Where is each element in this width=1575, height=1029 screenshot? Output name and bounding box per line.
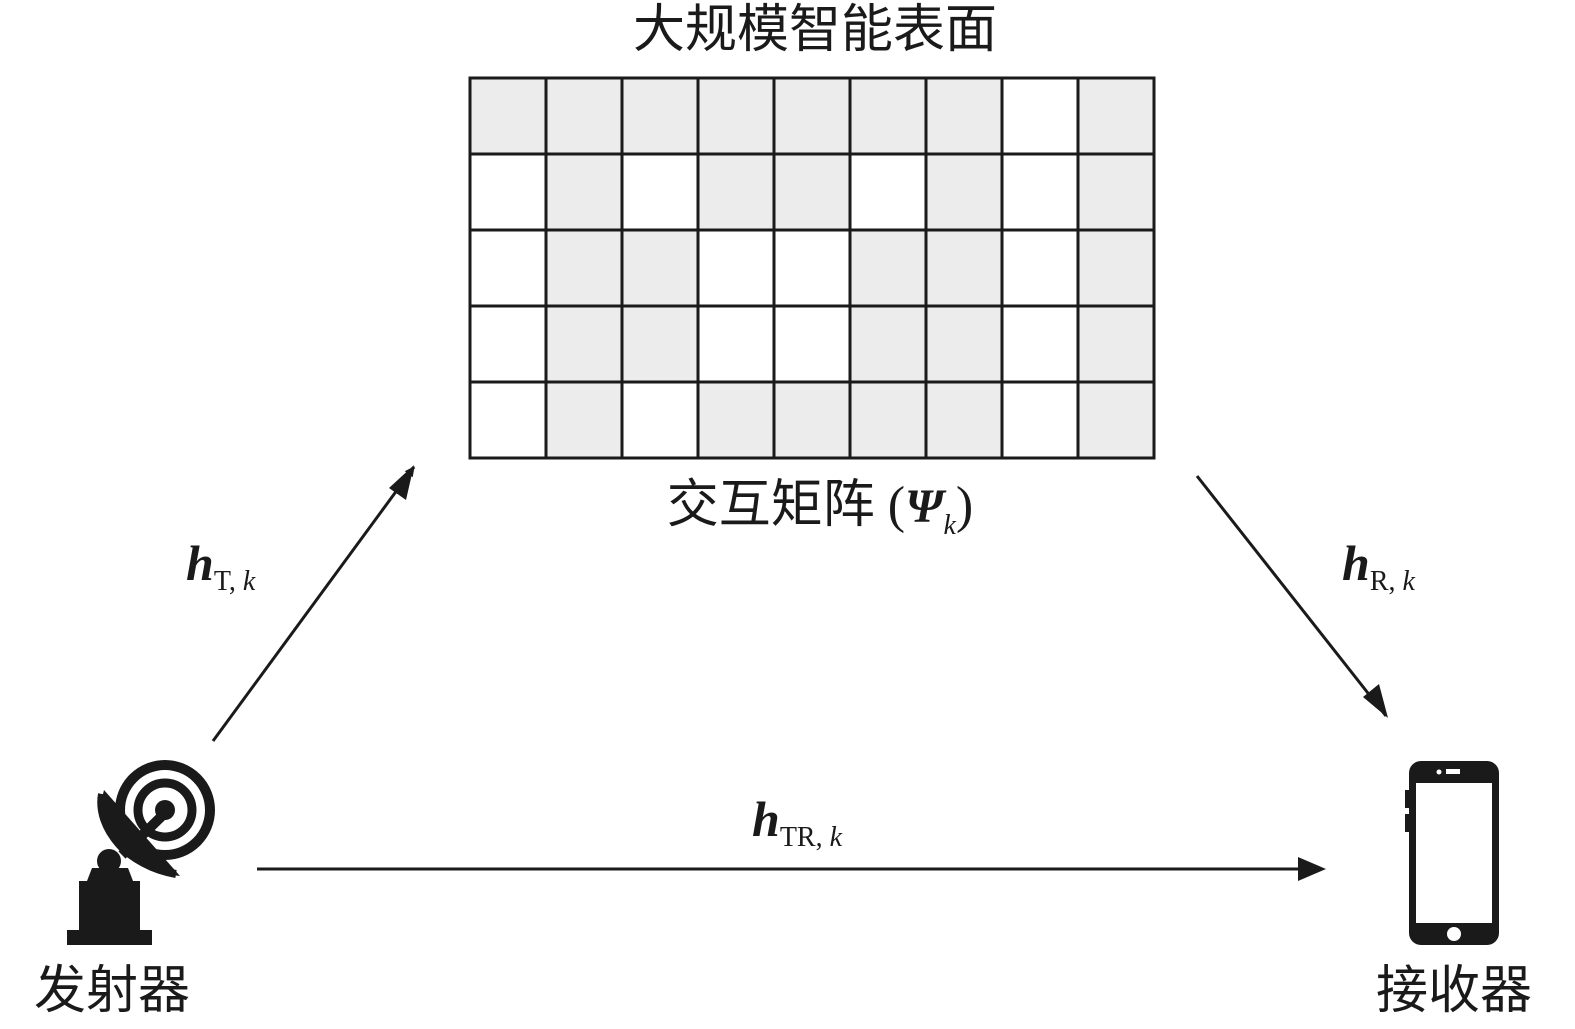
transmitter-label: 发射器 bbox=[34, 963, 190, 1020]
surface-cell bbox=[772, 380, 852, 460]
surface-cell bbox=[772, 76, 852, 156]
surface-cell bbox=[1076, 76, 1156, 156]
surface-cell bbox=[696, 380, 776, 460]
surface-cell bbox=[544, 76, 624, 156]
surface-cell bbox=[924, 228, 1004, 308]
surface-cell bbox=[1076, 304, 1156, 384]
surface-cell bbox=[848, 228, 928, 308]
surface-cell bbox=[620, 380, 700, 460]
satellite-dish-icon bbox=[67, 760, 215, 945]
matrix-label: 交互矩阵 (Ψk) bbox=[667, 477, 973, 541]
surface-cell bbox=[848, 152, 928, 232]
surface-cell bbox=[468, 152, 548, 232]
surface-cell bbox=[1076, 380, 1156, 460]
label-h-r-sub-k: k bbox=[1403, 566, 1416, 597]
surface-cell bbox=[468, 304, 548, 384]
surface-cell bbox=[544, 380, 624, 460]
matrix-close: ) bbox=[956, 477, 973, 534]
label-h-tr-symbol: h bbox=[752, 791, 780, 847]
arrow-surface-to-receiver bbox=[1195, 475, 1388, 717]
surface-cell bbox=[1000, 152, 1080, 232]
surface-cell bbox=[924, 304, 1004, 384]
surface-cell bbox=[696, 76, 776, 156]
label-h-r-sub: R, bbox=[1370, 566, 1403, 597]
surface-cell bbox=[772, 152, 852, 232]
smartphone-icon bbox=[1405, 761, 1499, 945]
label-h-r: hR, k bbox=[1342, 535, 1416, 597]
surface-cell bbox=[772, 228, 852, 308]
label-h-tr-sub: TR, bbox=[780, 822, 830, 853]
surface-cell bbox=[924, 76, 1004, 156]
surface-cell bbox=[544, 228, 624, 308]
surface-cell bbox=[620, 76, 700, 156]
surface-cell bbox=[544, 152, 624, 232]
surface-cell bbox=[696, 304, 776, 384]
surface-cell bbox=[1076, 228, 1156, 308]
arrowhead-transmitter-to-surface bbox=[389, 465, 414, 500]
label-h-tr: hTR, k bbox=[752, 791, 843, 853]
surface-cell bbox=[848, 304, 928, 384]
arrow-transmitter-to-surface bbox=[211, 466, 416, 742]
surface-cell bbox=[848, 76, 928, 156]
intelligent-surface-grid bbox=[468, 76, 1156, 460]
arrowhead-surface-to-receiver bbox=[1363, 684, 1388, 718]
surface-cell bbox=[848, 380, 928, 460]
surface-cell bbox=[1000, 380, 1080, 460]
surface-cell bbox=[696, 152, 776, 232]
surface-cell bbox=[544, 304, 624, 384]
surface-cell bbox=[468, 228, 548, 308]
label-h-t: hT, k bbox=[186, 535, 256, 597]
surface-cell bbox=[1000, 304, 1080, 384]
matrix-subscript: k bbox=[943, 510, 956, 541]
surface-cell bbox=[696, 228, 776, 308]
label-h-t-sub: T, bbox=[214, 566, 243, 597]
surface-cell bbox=[924, 380, 1004, 460]
label-h-tr-sub-k: k bbox=[830, 822, 843, 853]
surface-cell bbox=[924, 152, 1004, 232]
surface-cell bbox=[1076, 152, 1156, 232]
surface-cell bbox=[468, 380, 548, 460]
matrix-label-text: 交互矩阵 ( bbox=[667, 477, 905, 534]
label-h-t-sub-k: k bbox=[243, 566, 256, 597]
surface-title: 大规模智能表面 bbox=[633, 2, 997, 59]
surface-cell bbox=[1000, 76, 1080, 156]
surface-cell bbox=[468, 76, 548, 156]
label-h-r-symbol: h bbox=[1342, 535, 1370, 591]
label-h-t-symbol: h bbox=[186, 535, 214, 591]
surface-cell bbox=[620, 152, 700, 232]
surface-cell bbox=[772, 304, 852, 384]
matrix-symbol: Ψ bbox=[905, 480, 947, 533]
receiver-label: 接收器 bbox=[1376, 963, 1532, 1020]
surface-cell bbox=[620, 304, 700, 384]
surface-cell bbox=[620, 228, 700, 308]
surface-cell bbox=[1000, 228, 1080, 308]
arrowhead-transmitter-to-receiver bbox=[1298, 857, 1326, 881]
